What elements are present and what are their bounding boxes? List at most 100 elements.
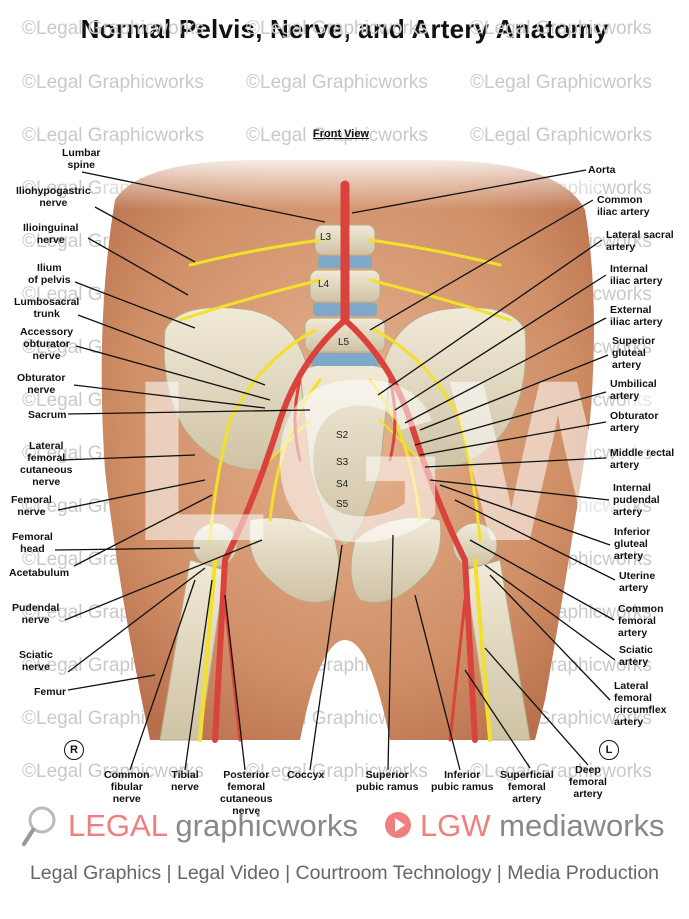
vertebra-label: S3 [336,457,349,468]
label-femur: Femur [34,686,67,698]
leader-line-superior-gluteal-artery [419,354,609,431]
leader-line-inferior-gluteal-artery [439,484,611,546]
play-icon [385,812,412,838]
brand-lgw-text: LGW [419,808,491,843]
watermark-text: ©Legal Graphicworks [246,72,428,93]
leader-line-femur [67,674,156,691]
leader-line-internal-iliac-artery [394,274,607,411]
leader-line-ilium-of-pelvis [74,281,196,329]
watermark-text: ©Legal Graphicworks [22,18,204,39]
leader-line-sacrum [67,409,311,415]
leader-line-superficial-femoral-artery [464,669,531,769]
leader-line-middle-rectal-artery [424,457,607,468]
leader-line-umbilical-artery [414,391,607,446]
leader-line-lumbosacral-trunk [77,314,266,386]
leader-line-ilioinguinal-nerve [87,237,189,296]
watermark-text: ©Legal Graphicworks [470,18,652,39]
leader-line-femoral-nerve [57,479,206,511]
vertebra-label: S5 [336,499,349,510]
leader-line-lateral-sacral-artery [377,239,603,396]
leader-line-external-iliac-artery [404,317,607,424]
watermark-text: ©Legal Graphicworks [246,18,428,39]
footer-tagline: Legal Graphics | Legal Video | Courtroom… [29,862,660,884]
leader-line-sciatic-artery [484,564,616,661]
vertebra-label: L3 [320,232,332,243]
footer-brand: LEGAL graphicworks LGW mediaworks [30,808,665,844]
right-side-marker: R [64,740,84,760]
leader-line-lateral-femoral-cutaneous-nerve [61,454,196,461]
leader-line-acetabulum [73,494,213,567]
label-aorta: Aorta [588,164,616,176]
watermark-text: ©Legal Graphicworks [470,72,652,93]
watermark-text: ©Legal Graphicworks [470,761,652,782]
leader-line-uterine-artery [454,499,616,581]
watermark-text: ©Legal Graphicworks [246,761,428,782]
watermark-text: ©Legal Graphicworks [246,125,428,146]
watermark-text: ©Legal Graphicworks [22,761,204,782]
leader-line-common-femoral-artery [469,539,615,621]
vertebra-label: L5 [338,337,350,348]
watermark-text: ©Legal Graphicworks [22,125,204,146]
leader-line-obturator-artery [419,421,607,456]
lgw-overlay-mark: LGW [130,332,666,589]
label-coccyx: Coccyx [287,769,325,781]
brand-graphicworks-text: graphicworks [166,808,359,843]
left-side-marker: L [599,740,619,760]
brand-legal-text: LEGAL [68,808,167,843]
watermark-text: ©Legal Graphicworks [470,125,652,146]
magnifier-icon [22,806,56,846]
leader-line-deep-femoral-artery [484,647,589,766]
leader-line-common-fibular-nerve [129,579,196,771]
brand-mediaworks-text: mediaworks [490,808,665,843]
leader-line-internal-pudendal-artery [429,479,610,501]
leader-line-pudendal-nerve [64,539,263,621]
leader-line-inferior-pubic-ramus [414,594,461,771]
leader-line-lumbar-spine [81,171,326,223]
leader-line-sciatic-nerve-left [67,567,206,673]
leader-line-femoral-head [54,547,201,551]
page-title: Normal Pelvis, Nerve, and Artery Anatomy [80,14,609,44]
leader-line-coccyx [309,544,343,771]
label-acetabulum: Acetabulum [9,567,70,579]
nerves [178,238,512,742]
watermark-text: ©Legal Graphicworks [22,72,204,93]
leader-line-aorta [351,169,587,214]
leader-line-tibial-nerve [184,579,213,771]
leader-line-obturator-nerve [73,384,266,409]
vertebra-label: S2 [336,430,349,441]
leader-line-common-iliac-artery [369,199,594,331]
leader-line-lateral-femoral-circumflex-artery [489,574,611,701]
